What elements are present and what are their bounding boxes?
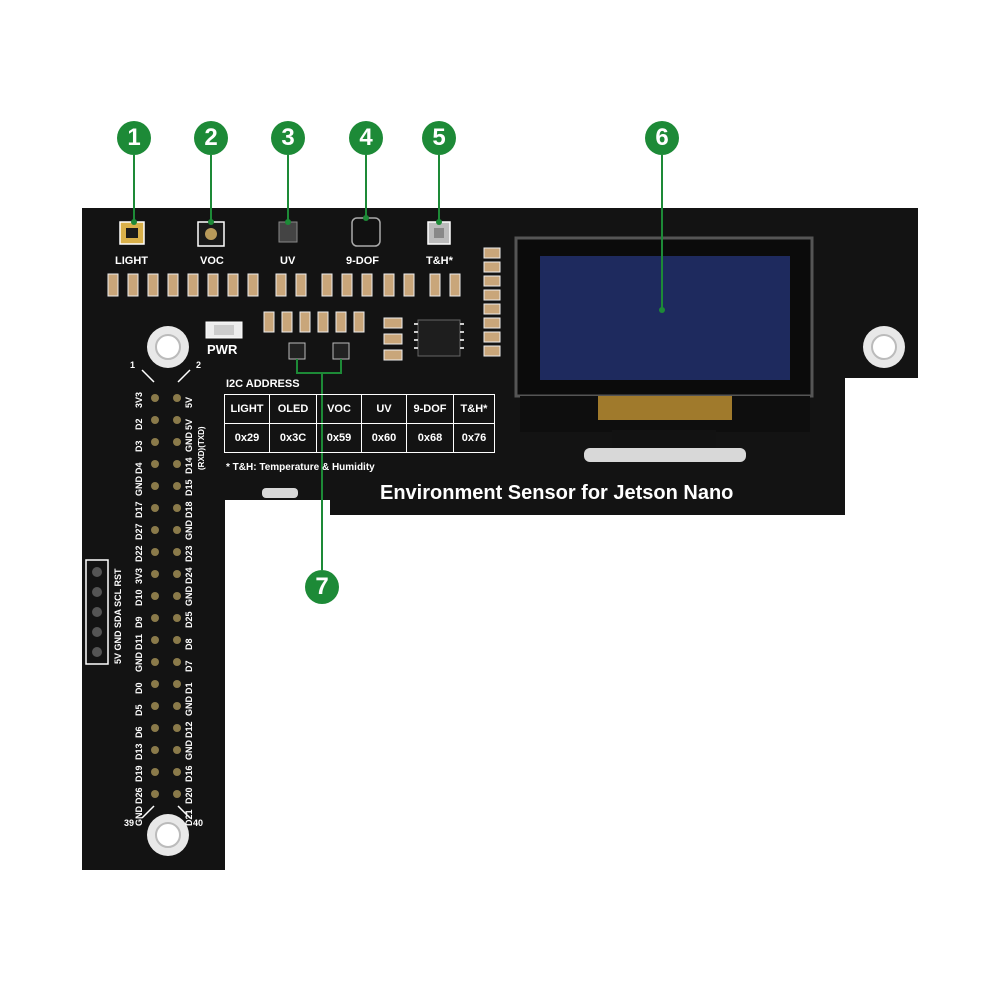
gpio-pin-label: GND	[184, 520, 194, 540]
gpio-pin-label: D9	[134, 616, 144, 628]
gpio-pin-label: D18	[184, 501, 194, 518]
gpio-pin-label: D5	[134, 704, 144, 716]
gpio-pin-label: D14	[184, 457, 194, 474]
i2c-address-cell: 0x29	[224, 423, 270, 453]
gpio-pin-label: D25	[184, 611, 194, 628]
pin-number-39: 39	[124, 818, 135, 828]
level-shifter-2	[332, 342, 350, 360]
side-connector-label: 5V GND SDA SCL RST	[113, 568, 123, 664]
gpio-pin-label: GND	[184, 696, 194, 716]
gpio-pin-label: D7	[184, 660, 194, 672]
callout-5: 5	[422, 121, 456, 155]
dof-label: 9-DOF	[346, 255, 379, 267]
i2c-address-table: LIGHT OLED VOC UV 9-DOF T&H* 0x29 0x3C 0…	[224, 394, 495, 453]
gpio-pin-label: D27	[134, 523, 144, 540]
i2c-title: I2C ADDRESS	[226, 378, 300, 390]
gpio-pin-label: D1	[184, 682, 194, 694]
gpio-header-pins	[151, 394, 181, 798]
i2c-header-cell: T&H*	[453, 394, 495, 424]
gpio-pin-label: D11	[134, 633, 144, 650]
gpio-pin-label: D8	[184, 638, 194, 650]
oled-screen	[540, 256, 790, 380]
i2c-address-cell: 0x60	[361, 423, 407, 453]
gpio-pin-label: D22	[134, 545, 144, 562]
gpio-pin-label: D26	[134, 787, 144, 804]
gpio-pin-label: GND	[134, 806, 144, 826]
gpio-pin-label: D21	[184, 809, 194, 826]
light-label: LIGHT	[115, 255, 148, 267]
i2c-header-cell: OLED	[269, 394, 317, 424]
gpio-pin-label: 3V3	[134, 391, 144, 408]
gpio-pin-label: D10	[134, 589, 144, 606]
gpio-pin-label: 3V3	[134, 567, 144, 584]
gpio-pin-label: D4	[134, 462, 144, 474]
ic-chip	[417, 319, 461, 357]
level-shifter-1	[288, 342, 306, 360]
pwr-label: PWR	[207, 342, 238, 357]
dof-sensor-chip	[351, 217, 381, 247]
callout-6: 6	[645, 121, 679, 155]
gpio-pin-label: D23	[184, 545, 194, 562]
i2c-address-cell: 0x59	[316, 423, 362, 453]
i2c-header-cell: LIGHT	[224, 394, 270, 424]
i2c-header-cell: 9-DOF	[406, 394, 454, 424]
i2c-address-row: 0x29 0x3C 0x59 0x60 0x68 0x76	[224, 423, 495, 453]
gpio-pin-label: 5V	[184, 418, 194, 430]
callout-2: 2	[194, 121, 228, 155]
i2c-address-cell: 0x3C	[269, 423, 317, 453]
i2c-footnote: * T&H: Temperature & Humidity	[226, 462, 375, 473]
i2c-header-cell: VOC	[316, 394, 362, 424]
gpio-pin-label: D16	[184, 765, 194, 782]
uart-note: (RXD)(TXD)	[197, 426, 206, 470]
i2c-address-cell: 0x68	[406, 423, 454, 453]
i2c-address-cell: 0x76	[453, 423, 495, 453]
gpio-pin-label: GND	[134, 476, 144, 496]
i2c-header-cell: UV	[361, 394, 407, 424]
gpio-pin-label: D3	[134, 440, 144, 452]
callout-7: 7	[305, 570, 339, 604]
gpio-pin-label: GND	[184, 432, 194, 452]
gpio-pin-label: D15	[184, 479, 194, 496]
gpio-pin-label: D20	[184, 787, 194, 804]
gpio-pin-label: D17	[134, 501, 144, 518]
th-label: T&H*	[426, 255, 453, 267]
gpio-pin-label: GND	[184, 586, 194, 606]
callout-1: 1	[117, 121, 151, 155]
gpio-pin-label: D0	[134, 682, 144, 694]
i2c-header-row: LIGHT OLED VOC UV 9-DOF T&H*	[224, 394, 495, 424]
gpio-pin-label: D6	[134, 726, 144, 738]
callout-3: 3	[271, 121, 305, 155]
side-connector	[85, 559, 109, 665]
uv-label: UV	[280, 255, 296, 267]
gpio-pin-label: D12	[184, 721, 194, 738]
resistor-row	[107, 247, 501, 361]
gpio-pin-label: D24	[184, 567, 194, 584]
gpio-pin-label: D19	[134, 765, 144, 782]
callout-4: 4	[349, 121, 383, 155]
board-title: Environment Sensor for Jetson Nano	[380, 482, 734, 504]
voc-label: VOC	[200, 255, 224, 267]
pin-number-2: 2	[196, 360, 202, 370]
gpio-pin-label: GND	[134, 652, 144, 672]
gpio-pin-label: D13	[134, 743, 144, 760]
pin-number-1: 1	[130, 360, 136, 370]
pin-number-40: 40	[193, 818, 204, 828]
gpio-pin-label: GND	[184, 740, 194, 760]
gpio-pin-label: 5V	[184, 396, 194, 408]
gpio-pin-label: D2	[134, 418, 144, 430]
